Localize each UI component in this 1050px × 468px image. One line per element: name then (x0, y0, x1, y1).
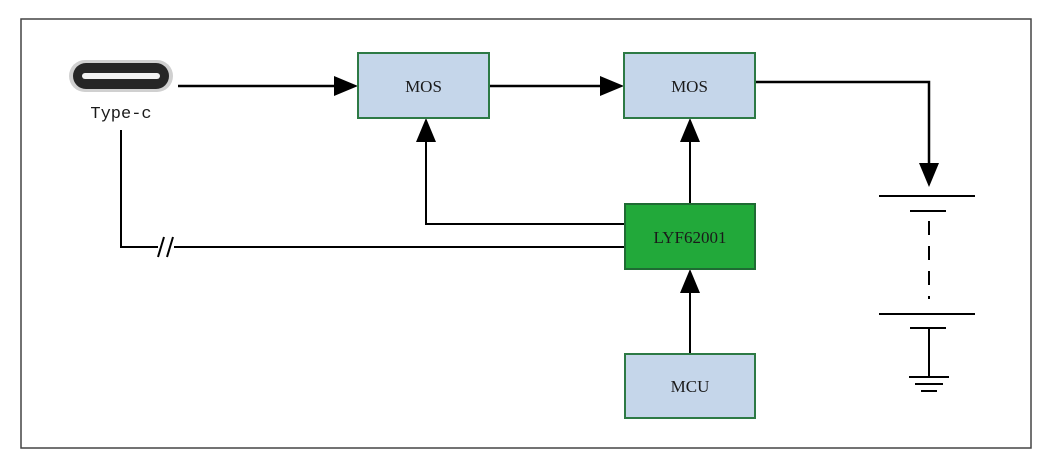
usb-type-c-icon (69, 60, 173, 92)
mcu-block-label: MCU (671, 377, 710, 396)
mos1-to-mos2-arrow (489, 76, 624, 96)
mcu-to-controller-arrow (680, 269, 700, 354)
mos-block-2-label: MOS (671, 77, 708, 96)
controller-block: LYF62001 (624, 203, 756, 270)
mos-block-2: MOS (623, 52, 756, 119)
ground-icon (909, 328, 949, 392)
connector-label: Type-c (90, 105, 151, 124)
mos-block-1-label: MOS (405, 77, 442, 96)
line-break-mark (157, 236, 174, 258)
diagram-frame (20, 18, 1032, 449)
sense-line (120, 130, 625, 258)
mos-block-1: MOS (357, 52, 490, 119)
mcu-block: MCU (624, 353, 756, 419)
battery-stack-icon (879, 195, 975, 329)
controller-block-label: LYF62001 (654, 228, 727, 247)
controller-to-mos2-arrow (680, 118, 700, 204)
mos2-to-battery-arrow (755, 80, 939, 187)
connector-to-mos1-arrow (178, 76, 358, 96)
controller-to-mos1-arrow (416, 118, 625, 225)
